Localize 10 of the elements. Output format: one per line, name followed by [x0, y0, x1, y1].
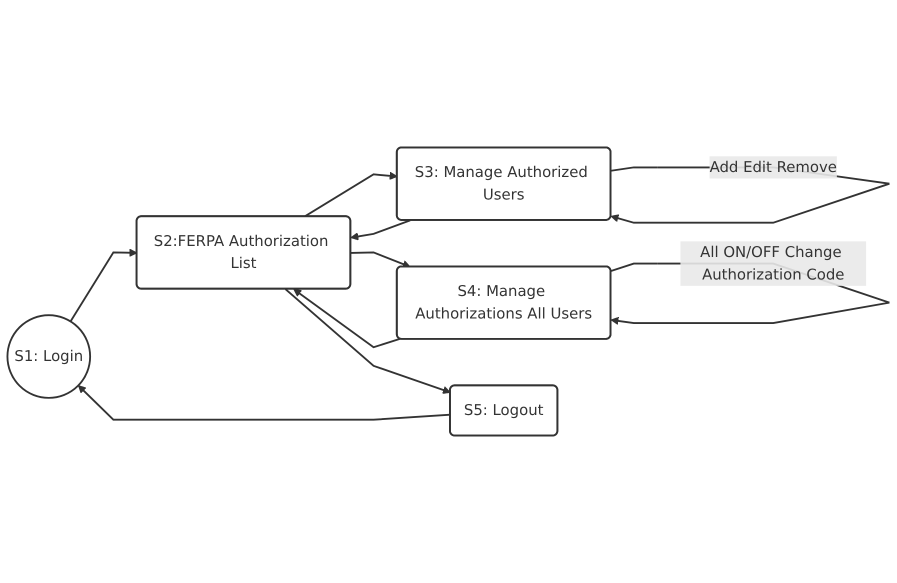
edge-label: All ON/OFF Change Authorization Code — [700, 243, 844, 284]
arrow — [304, 172, 398, 218]
edge-label: Add Edit Remove — [710, 158, 837, 176]
arrow — [293, 288, 400, 348]
arrow — [350, 252, 411, 268]
arrow — [70, 248, 138, 322]
arrow — [350, 220, 410, 240]
node-circle: S1: Login — [6, 314, 92, 399]
arrow — [284, 288, 451, 394]
arrow — [78, 385, 450, 421]
